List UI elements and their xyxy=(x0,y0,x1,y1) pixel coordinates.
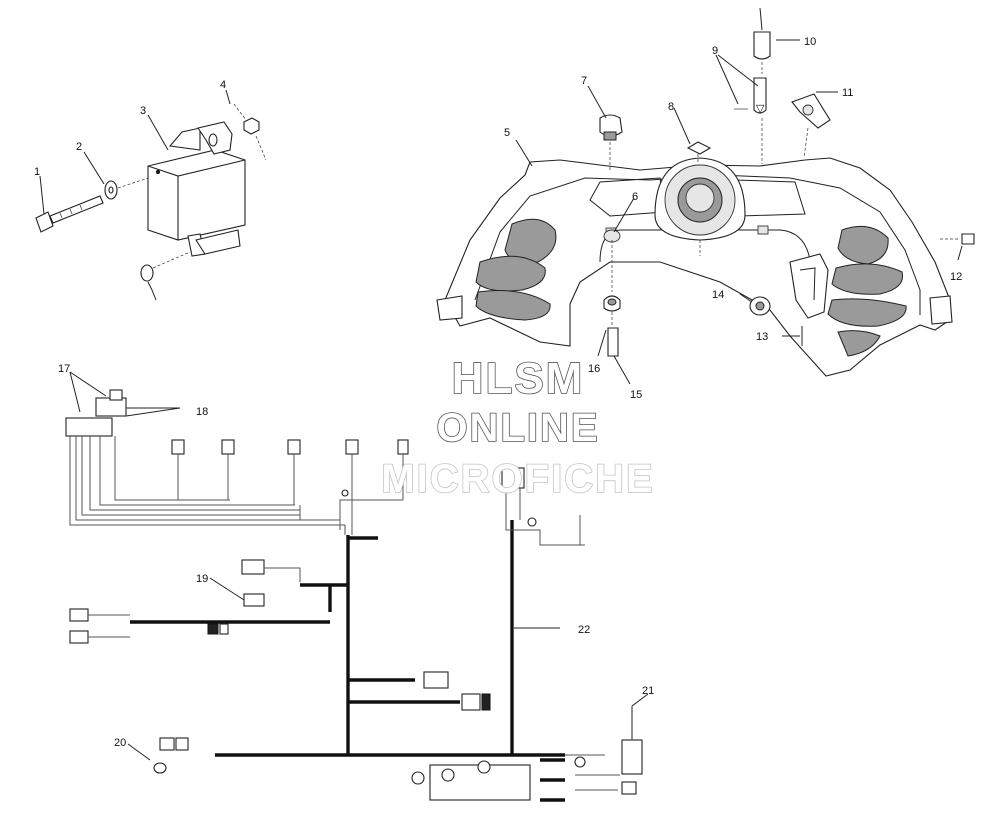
light-part xyxy=(621,706,643,795)
callout-15: 15 xyxy=(630,389,642,401)
callout-19: 19 xyxy=(196,573,208,585)
dash-panel-assembly xyxy=(436,157,953,377)
svg-text:▽: ▽ xyxy=(756,103,765,115)
watermark-line-3: MICROFICHE xyxy=(381,457,654,501)
clip-part xyxy=(686,141,712,164)
callout-4: 4 xyxy=(220,79,226,91)
callout-10: 10 xyxy=(804,36,816,48)
callout-18: 18 xyxy=(196,406,208,418)
callout-20: 20 xyxy=(114,737,126,749)
nut-part xyxy=(233,103,267,161)
bolt-part xyxy=(35,195,104,233)
callout-6: 6 xyxy=(632,191,638,203)
watermark: HLSM ONLINE MICROFICHE xyxy=(381,353,654,502)
grommet-part xyxy=(749,296,803,346)
ground-terminal-part xyxy=(140,251,191,301)
callout-17: 17 xyxy=(58,363,70,375)
switch-stack-part xyxy=(603,229,621,357)
watermark-line-2: ONLINE xyxy=(436,406,599,450)
callout-3: 3 xyxy=(140,105,146,117)
callout-14: 14 xyxy=(712,289,724,301)
bulb-socket-part: ▽ xyxy=(734,7,771,164)
plug-part xyxy=(599,114,623,170)
callout-9: 9 xyxy=(712,45,718,57)
callout-5: 5 xyxy=(504,127,510,139)
bracket-clip-part xyxy=(791,93,831,159)
bottom-cluster xyxy=(411,754,620,802)
callout-13: 13 xyxy=(756,331,768,343)
wiring-harness xyxy=(65,389,643,802)
callout-16: 16 xyxy=(588,363,600,375)
callout-7: 7 xyxy=(581,75,587,87)
switch-block xyxy=(65,389,127,437)
callout-2: 2 xyxy=(76,141,82,153)
watermark-line-1: HLSM xyxy=(452,354,585,403)
cdi-box-part xyxy=(147,121,246,257)
callout-1: 1 xyxy=(34,166,40,178)
callout-11: 11 xyxy=(842,87,853,99)
callout-12: 12 xyxy=(950,271,962,283)
callout-21: 21 xyxy=(642,685,654,697)
left-branch xyxy=(69,608,330,644)
ignition-box-assembly xyxy=(35,103,267,301)
callout-22: 22 xyxy=(578,624,590,636)
washer-part xyxy=(104,180,118,200)
relay-part xyxy=(241,559,348,612)
callout-8: 8 xyxy=(668,101,674,113)
connector-row xyxy=(171,439,409,505)
leader-lines xyxy=(39,39,963,761)
screw-part xyxy=(940,233,975,245)
callout-labels: 1 2 3 4 5 6 7 8 9 10 11 12 13 14 15 16 1… xyxy=(34,36,962,749)
